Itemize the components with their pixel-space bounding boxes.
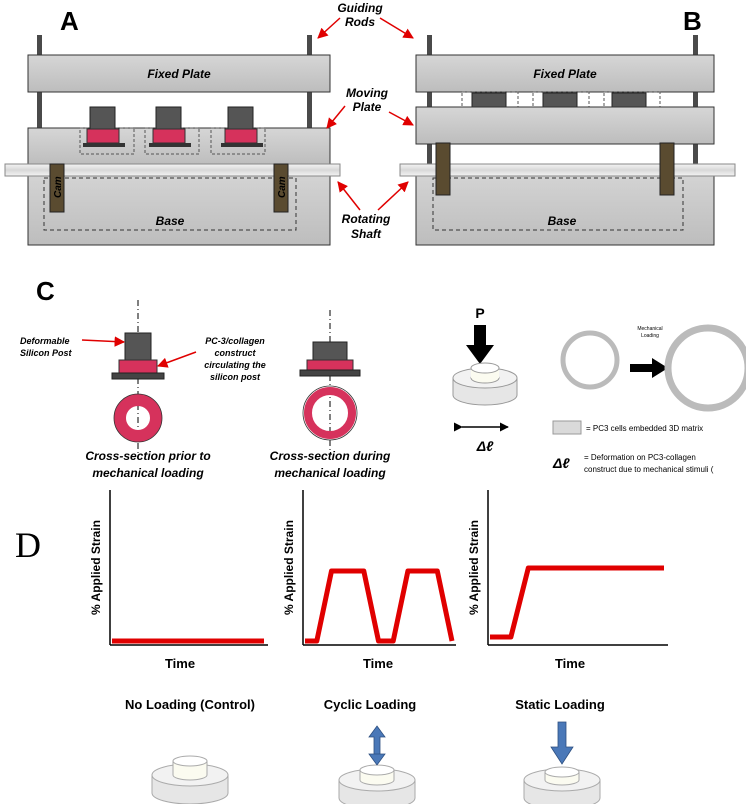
post-group-a xyxy=(79,106,266,155)
rotating-shaft xyxy=(4,163,341,177)
delta-legend-text-1: = Deformation on PC3-collagen xyxy=(584,453,696,462)
ring-before xyxy=(560,330,620,390)
silicon-post xyxy=(89,106,116,132)
silicon-post xyxy=(124,332,152,362)
mech-loading-label-2: Loading xyxy=(641,333,659,339)
construct-label-3: circulating the xyxy=(204,360,266,370)
silicon-post xyxy=(611,92,647,108)
chart-no-loading: % Applied Strain Time No Loading (Contro… xyxy=(89,490,268,712)
construct-label-4: silicon post xyxy=(210,372,261,382)
panel-b: B Fixed Plate Base xyxy=(399,6,736,246)
construct-3d-static xyxy=(523,766,601,804)
matrix-legend-text: = PC3 cells embedded 3D matrix xyxy=(586,424,703,433)
arrow-to-rod-b xyxy=(379,17,414,39)
strain-line xyxy=(305,568,455,644)
cam xyxy=(49,163,65,213)
arrow-to-shaft-b xyxy=(377,181,409,211)
fixed-plate-label: Fixed Plate xyxy=(533,67,597,81)
arrow-to-construct xyxy=(157,351,197,368)
condition-label-control: No Loading (Control) xyxy=(125,697,255,712)
cross-prior-label-2: mechanical loading xyxy=(92,466,204,480)
cross-during-label-1: Cross-section during xyxy=(270,449,391,463)
arrow-to-moving-plate-b xyxy=(388,111,414,126)
collagen-construct xyxy=(118,359,158,374)
silicon-post-compressed xyxy=(312,341,348,361)
matrix-legend-swatch xyxy=(552,420,582,435)
panel-d: D % Applied Strain Time No Loading (Cont… xyxy=(15,490,668,804)
panel-a-label: A xyxy=(60,6,79,36)
y-axis-label: % Applied Strain xyxy=(89,520,103,615)
guiding-rods-label-2: Rods xyxy=(345,15,375,29)
mech-loading-arrow xyxy=(630,358,668,378)
y-axis-label: % Applied Strain xyxy=(282,520,296,615)
construct-label-1: PC-3/collagen xyxy=(205,336,265,346)
panel-c-label: C xyxy=(36,276,55,306)
callouts: Guiding Rods Moving Plate Rotating Shaft xyxy=(317,1,414,241)
rotating-shaft-label-2: Shaft xyxy=(351,227,382,241)
panel-b-label: B xyxy=(683,6,702,36)
cam-label: Cam xyxy=(53,176,64,198)
arrow-to-moving-plate-a xyxy=(326,105,346,129)
guiding-rods-label-1: Guiding xyxy=(337,1,383,15)
collagen-construct xyxy=(224,128,258,144)
base-label: Base xyxy=(548,214,577,228)
rotating-shaft-label-1: Rotating xyxy=(342,212,391,226)
cyclic-bidirectional-arrow xyxy=(368,725,386,766)
cross-section-ring-during xyxy=(304,387,356,439)
rotating-shaft xyxy=(399,163,736,177)
silicon-post xyxy=(155,106,182,132)
cam xyxy=(273,163,289,213)
ring-after xyxy=(664,324,746,412)
condition-label-static: Static Loading xyxy=(515,697,605,712)
cam xyxy=(435,142,451,196)
strain-line xyxy=(490,565,664,640)
moving-plate-label-1: Moving xyxy=(346,86,389,100)
collagen-construct xyxy=(306,359,354,371)
fixed-plate-label: Fixed Plate xyxy=(147,67,211,81)
chart-cyclic-loading: % Applied Strain Time Cyclic Loading xyxy=(282,490,456,712)
delta-legend-symbol: Δℓ xyxy=(552,455,570,471)
collagen-construct xyxy=(152,128,186,144)
x-axis-label: Time xyxy=(363,656,393,671)
deformable-label-2: Silicon Post xyxy=(20,348,73,358)
arrow-to-rod-a xyxy=(317,17,341,39)
arrow-to-shaft-a xyxy=(337,181,361,211)
delta-legend-text-2: construct due to mechanical stimuli ( xyxy=(584,465,714,474)
construct-3d-cyclic xyxy=(338,764,416,804)
condition-label-cyclic: Cyclic Loading xyxy=(324,697,417,712)
silicon-post xyxy=(471,92,507,108)
silicon-post xyxy=(227,106,254,132)
force-arrow xyxy=(466,325,494,364)
x-axis-label: Time xyxy=(555,656,585,671)
moving-plate-label-2: Plate xyxy=(353,100,382,114)
panel-c: C Deformable Silicon Post PC-3/collagen … xyxy=(20,276,746,480)
deformable-label-1: Deformable xyxy=(20,336,70,346)
force-label: P xyxy=(475,305,484,321)
panel-a: A Fixed Plate Base Cam xyxy=(4,6,341,246)
arrow-to-post xyxy=(81,336,126,347)
chart-static-loading: % Applied Strain Time Static Loading xyxy=(467,490,668,712)
silicon-post xyxy=(542,92,578,108)
mech-loading-label-1: Mechanical xyxy=(637,326,662,332)
construct-3d-c xyxy=(452,362,518,406)
construct-3d-control xyxy=(151,755,229,804)
y-axis-label: % Applied Strain xyxy=(467,520,481,615)
base-label: Base xyxy=(156,214,185,228)
fixed-plate xyxy=(415,54,715,93)
x-axis-label: Time xyxy=(165,656,195,671)
static-compression-arrow xyxy=(550,721,574,765)
cross-during-label-2: mechanical loading xyxy=(274,466,386,480)
collagen-construct xyxy=(86,128,120,144)
cam-label: Cam xyxy=(277,176,288,198)
delta-label: Δℓ xyxy=(476,438,494,454)
construct-label-2: construct xyxy=(214,348,256,358)
moving-plate xyxy=(415,106,715,145)
panel-d-label: D xyxy=(15,525,41,565)
cross-prior-label-1: Cross-section prior to xyxy=(85,449,210,463)
fixed-plate xyxy=(27,54,331,93)
cam xyxy=(659,142,675,196)
cross-section-ring-prior xyxy=(114,394,162,442)
